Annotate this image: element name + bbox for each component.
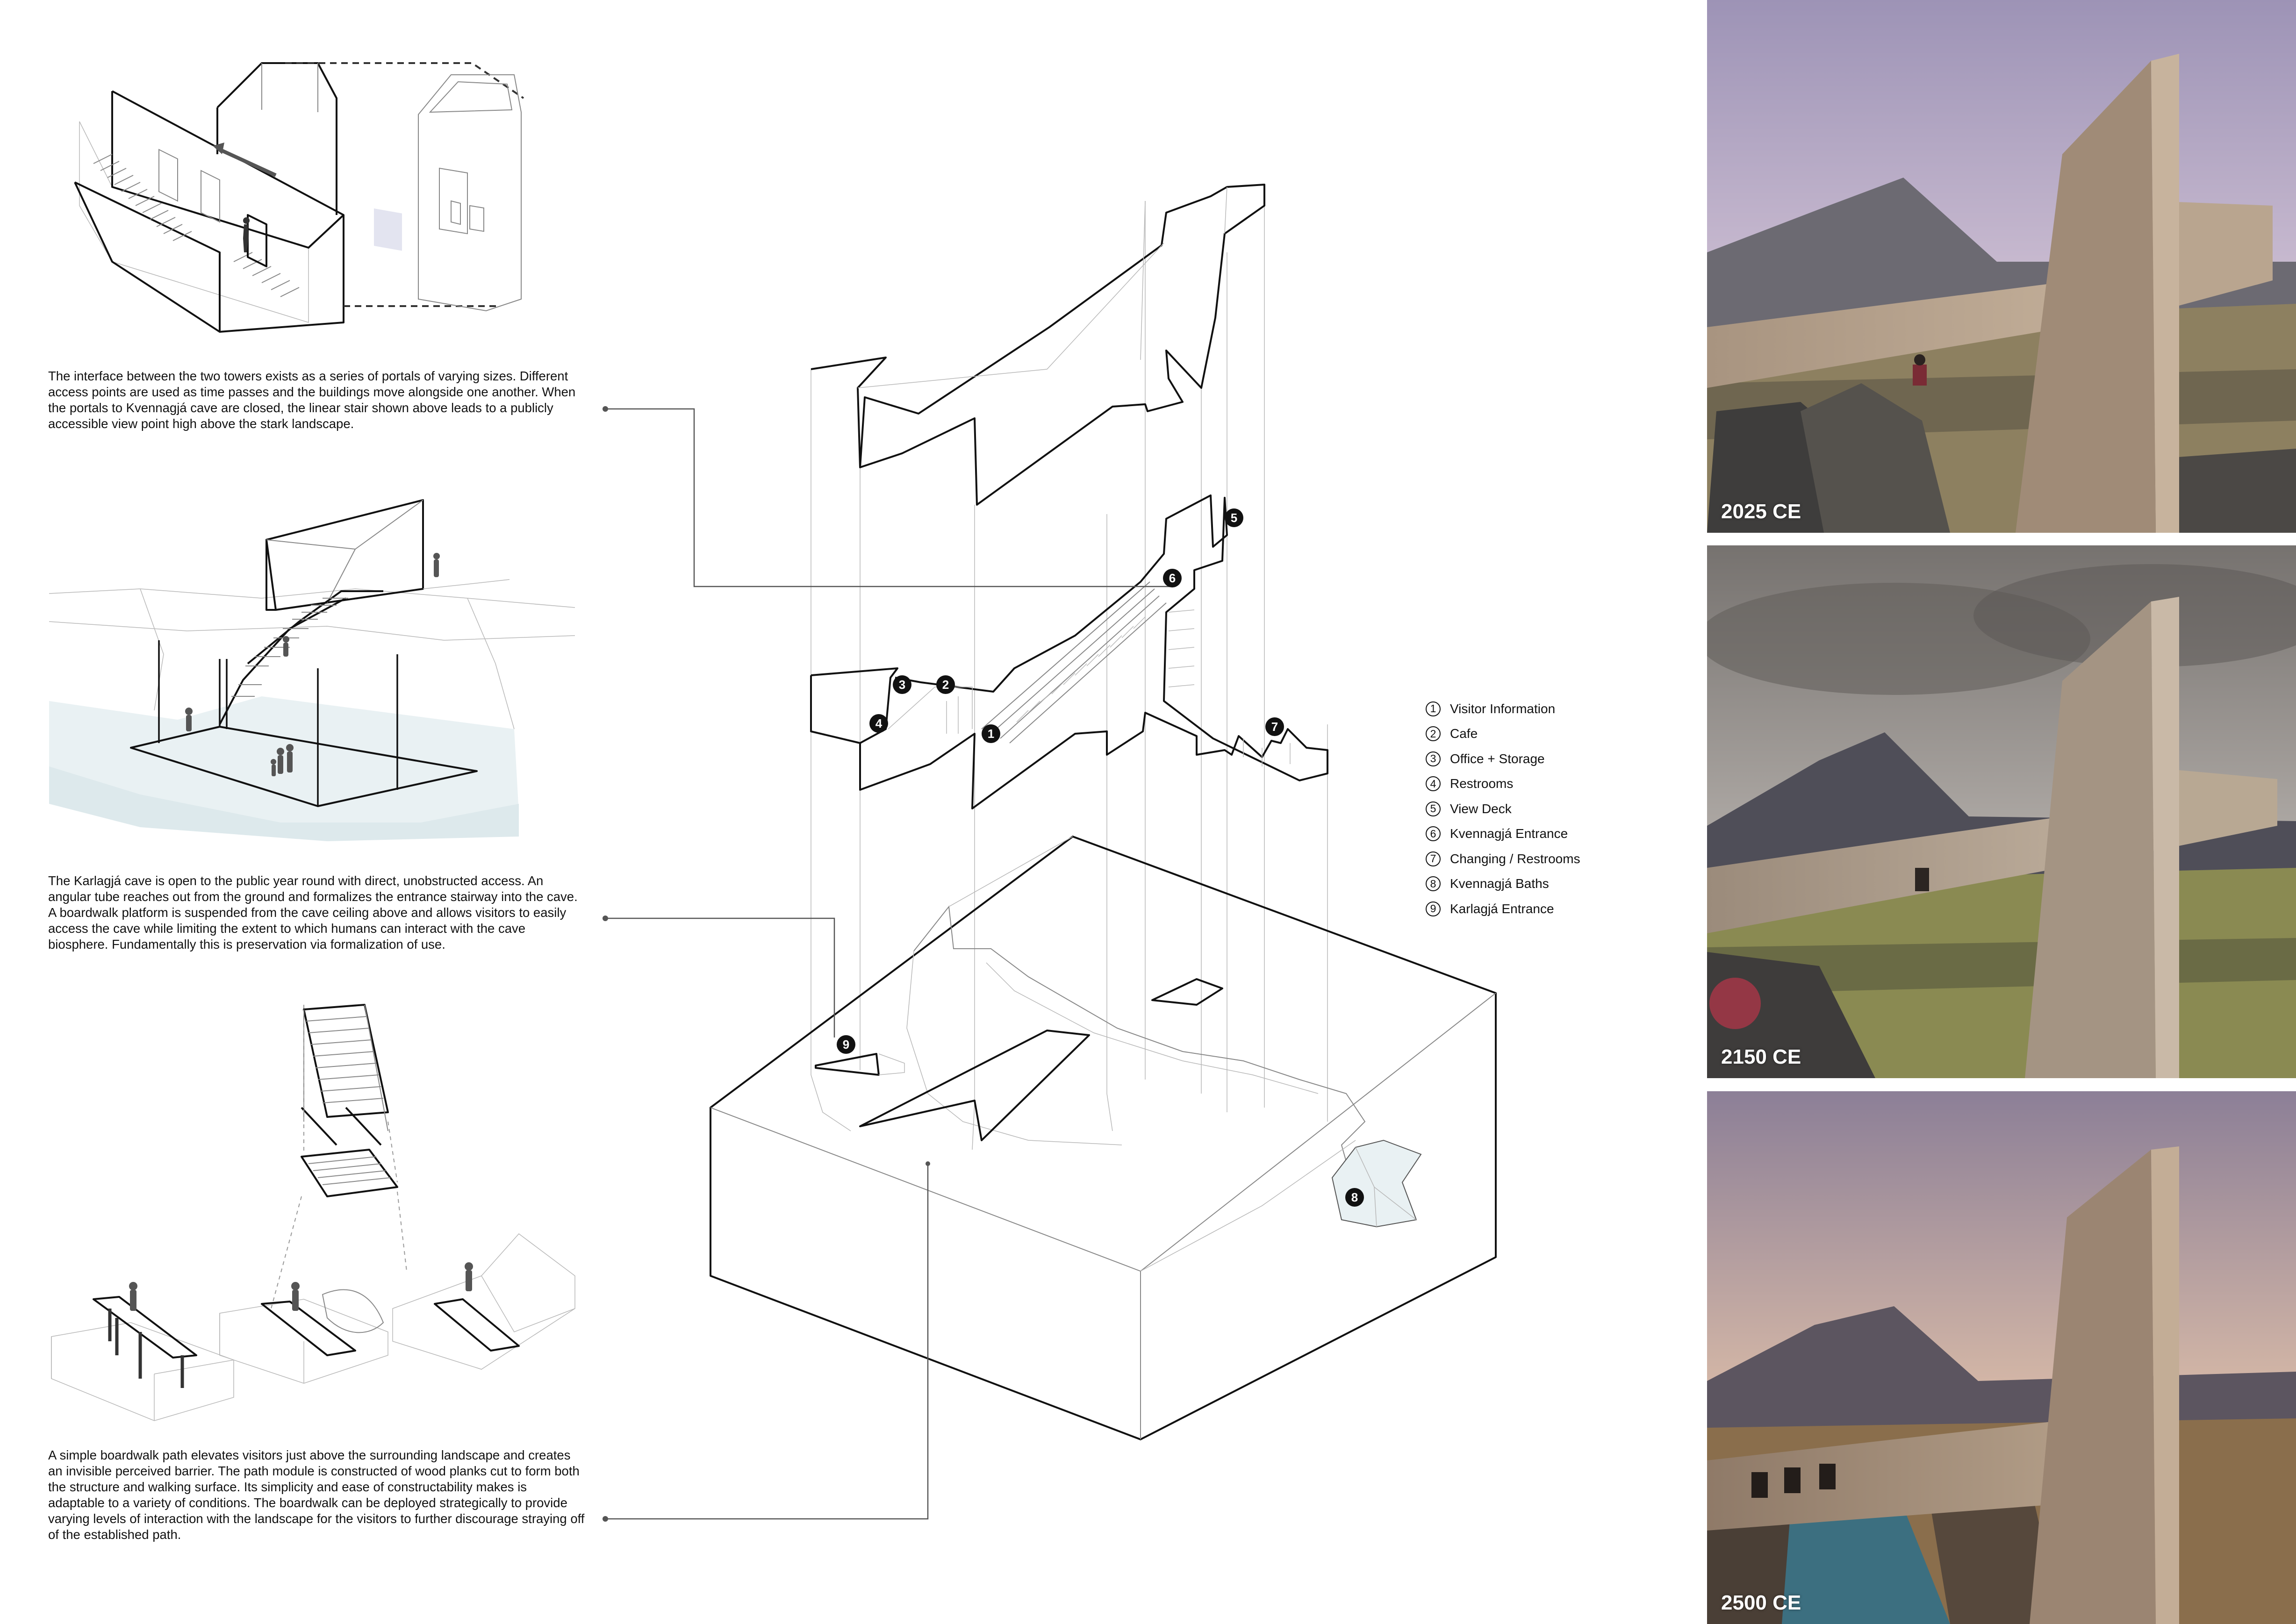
legend-item: 7 Changing / Restrooms [1426,846,1636,872]
legend-number: 2 [1426,726,1441,742]
legend-label: Restrooms [1450,776,1514,791]
plan-marker-9: 9 [837,1035,855,1054]
render-2150-image [1707,545,2296,1078]
plan-marker-3: 3 [893,675,911,694]
svg-text:1: 1 [988,727,994,741]
legend-number: 7 [1426,851,1441,866]
render-2025: 2025 CE [1707,0,2296,533]
legend-number: 5 [1426,801,1441,816]
boardwalk-description: A simple boardwalk path elevates visitor… [48,1448,585,1542]
program-legend: 1 Visitor Information 2 Cafe 3 Office + Sto… [1426,696,1636,922]
legend-item: 4 Restrooms [1426,772,1636,797]
boardwalk-diagram [51,1004,575,1421]
cave-entrance-diagram [49,499,575,841]
exploded-axonometric: 1 2 3 4 5 6 7 8 9 [603,184,1497,1522]
tower-interface-description: The interface between the two towers exi… [48,369,576,431]
svg-text:6: 6 [1169,571,1176,585]
svg-text:3: 3 [899,678,905,692]
plan-marker-8: 8 [1345,1188,1364,1207]
tower-interface-diagram [74,62,524,333]
legend-label: Kvennagjá Baths [1450,876,1549,891]
legend-label: Cafe [1450,726,1478,741]
plan-marker-5: 5 [1225,508,1243,527]
legend-label: Karlagjá Entrance [1450,901,1554,916]
legend-number: 8 [1426,876,1441,892]
era-label: 2500 CE [1721,1591,1801,1614]
svg-text:7: 7 [1271,720,1278,734]
legend-label: Kvennagjá Entrance [1450,826,1568,841]
legend-number: 4 [1426,776,1441,792]
plan-marker-4: 4 [869,714,888,733]
era-label: 2025 CE [1721,500,1801,523]
svg-text:8: 8 [1351,1190,1358,1204]
legend-number: 3 [1426,751,1441,766]
svg-text:5: 5 [1231,511,1237,525]
era-label: 2150 CE [1721,1045,1801,1068]
plan-marker-7: 7 [1265,717,1284,736]
legend-label: Office + Storage [1450,751,1545,766]
render-2500-image [1707,1091,2296,1624]
legend-number: 1 [1426,701,1441,716]
legend-item: 1 Visitor Information [1426,696,1636,722]
legend-number: 9 [1426,901,1441,916]
svg-text:9: 9 [843,1037,849,1052]
legend-label: Visitor Information [1450,701,1556,716]
render-2500: 2500 CE [1707,1091,2296,1624]
legend-item: 2 Cafe [1426,722,1636,747]
legend-label: View Deck [1450,801,1512,816]
plan-marker-1: 1 [982,724,1000,743]
legend-item: 6 Kvennagjá Entrance [1426,822,1636,847]
legend-item: 3 Office + Storage [1426,746,1636,772]
render-2025-image [1707,0,2296,533]
svg-text:4: 4 [875,716,883,730]
legend-item: 5 View Deck [1426,796,1636,822]
legend-label: Changing / Restrooms [1450,851,1580,866]
svg-text:2: 2 [942,678,949,692]
legend-item: 8 Kvennagjá Baths [1426,872,1636,897]
legend-number: 6 [1426,826,1441,842]
axonometric-drawing: 1 2 3 4 5 6 7 8 9 [49,62,1497,1522]
plan-marker-2: 2 [936,675,955,694]
cave-description: The Karlagjá cave is open to the public … [48,873,578,952]
legend-item: 9 Karlagjá Entrance [1426,896,1636,922]
render-2150: 2150 CE [1707,545,2296,1078]
plan-marker-6: 6 [1163,569,1182,587]
